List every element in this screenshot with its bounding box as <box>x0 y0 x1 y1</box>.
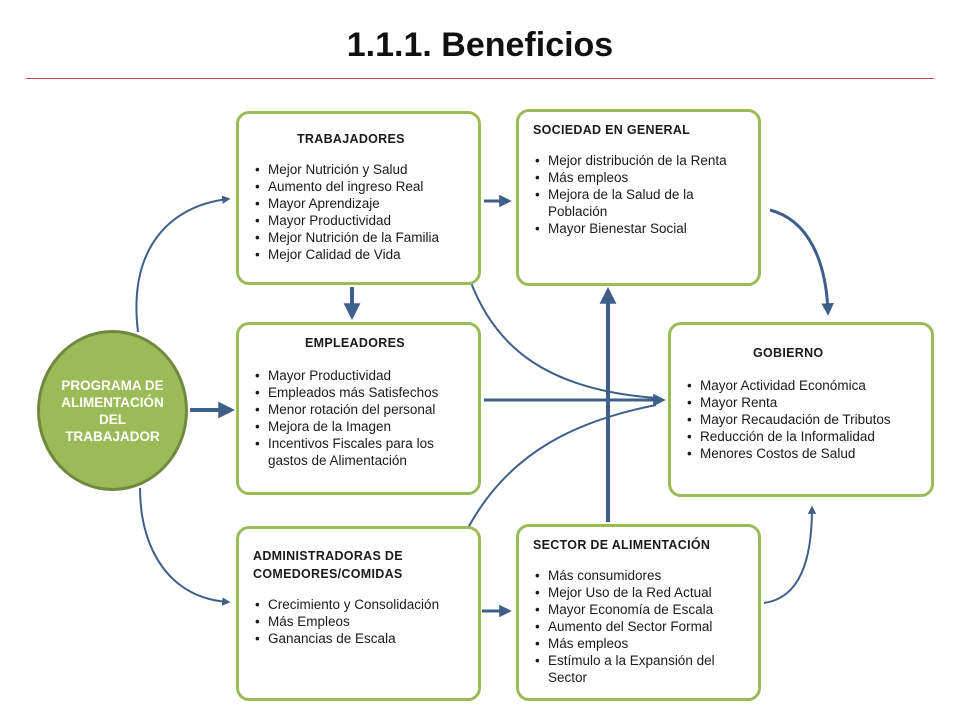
list-item: Mejora de la Salud de la Población <box>533 186 748 220</box>
arrow-sociedad-to-gobierno <box>769 208 834 316</box>
list-item: Mayor Bienestar Social <box>533 220 748 237</box>
box-title: EMPLEADORES <box>305 336 405 350</box>
list-item: Aumento del Sector Formal <box>533 618 748 635</box>
list-item: Mayor Renta <box>685 394 921 411</box>
list-item: Mayor Productividad <box>253 212 468 229</box>
list-item: Aumento del ingreso Real <box>253 178 468 195</box>
list-item: Más empleos <box>533 635 748 652</box>
box-trabajadores: TRABAJADORES Mejor Nutrición y Salud Aum… <box>236 111 481 285</box>
list-item: Ganancias de Escala <box>253 630 468 647</box>
list-item: Más consumidores <box>533 567 748 584</box>
box-title: ADMINISTRADORAS DE COMEDORES/COMIDAS <box>253 549 403 581</box>
slide-title: 1.1.1. Beneficios <box>346 26 614 64</box>
list-item: Mayor Productividad <box>253 367 468 384</box>
title-divider <box>26 78 934 79</box>
list-item: Mayor Aprendizaje <box>253 195 468 212</box>
program-label: PROGRAMA DE ALIMENTACIÓN DEL TRABAJADOR <box>61 377 164 444</box>
list-item: Mayor Recaudación de Tributos <box>685 411 921 428</box>
box-sociedad: SOCIEDAD EN GENERAL Mejor distribución d… <box>516 109 761 286</box>
list-item: Más empleos <box>533 169 748 186</box>
arrow-administradoras-to-gobierno <box>467 404 657 529</box>
box-gobierno: GOBIERNO Mayor Actividad Económica Mayor… <box>668 322 934 497</box>
list-item: Mejor Nutrición de la Familia <box>253 229 468 246</box>
box-administradoras: ADMINISTRADORAS DE COMEDORES/COMIDAS Cre… <box>236 526 481 701</box>
box-title: GOBIERNO <box>753 346 824 360</box>
list-item: Más Empleos <box>253 613 468 630</box>
list-item: Mayor Economía de Escala <box>533 601 748 618</box>
list-item: Mejor distribución de la Renta <box>533 152 748 169</box>
box-title: SECTOR DE ALIMENTACIÓN <box>533 538 711 552</box>
list-item: Incentivos Fiscales para los gastos de A… <box>253 435 468 469</box>
list-item: Crecimiento y Consolidación <box>253 596 468 613</box>
box-sector: SECTOR DE ALIMENTACIÓN Más consumidores … <box>516 524 761 701</box>
arrow-sector-to-gobierno <box>763 505 817 604</box>
list-item: Mayor Actividad Económica <box>685 377 921 394</box>
arrow-program-to-administradoras <box>139 487 231 606</box>
box-title: TRABAJADORES <box>297 132 405 146</box>
list-item: Estímulo a la Expansión del Sector <box>533 652 748 686</box>
arrow-trabajadores-to-gobierno <box>469 279 657 399</box>
program-circle: PROGRAMA DE ALIMENTACIÓN DEL TRABAJADOR <box>37 330 188 491</box>
list-item: Reducción de la Informalidad <box>685 428 921 445</box>
list-item: Menor rotación del personal <box>253 401 468 418</box>
list-item: Mejor Calidad de Vida <box>253 246 468 263</box>
box-empleadores: EMPLEADORES Mayor Productividad Empleado… <box>236 322 481 495</box>
list-item: Menores Costos de Salud <box>685 445 921 462</box>
list-item: Empleados más Satisfechos <box>253 384 468 401</box>
arrow-program-to-trabajadores <box>135 195 231 333</box>
list-item: Mejora de la Imagen <box>253 418 468 435</box>
list-item: Mejor Uso de la Red Actual <box>533 584 748 601</box>
list-item: Mejor Nutrición y Salud <box>253 161 468 178</box>
box-title: SOCIEDAD EN GENERAL <box>533 123 691 137</box>
